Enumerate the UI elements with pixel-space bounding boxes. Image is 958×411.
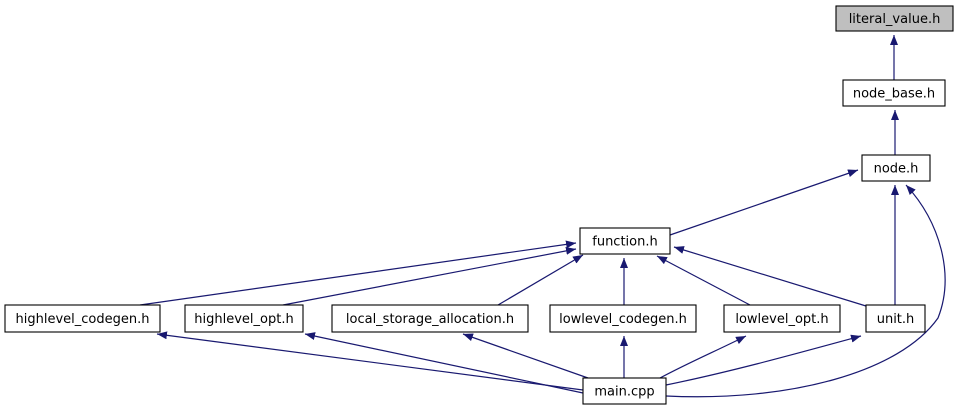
- node-box-highlevel_codegen: [4, 304, 161, 333]
- node-box-lowlevel_codegen: [549, 304, 697, 333]
- node-box-lowlevel_opt: [723, 304, 841, 333]
- node-label-highlevel_codegen: highlevel_codegen.h: [16, 312, 150, 327]
- node-label-local_storage_allocation: local_storage_allocation.h: [346, 312, 514, 327]
- edge-main-to-unit: [665, 334, 862, 386]
- nodes-layer: literal_value.h node_base.h node.h function…: [4, 5, 954, 405]
- node-lowlevel_opt[interactable]: lowlevel_opt.h: [723, 304, 841, 333]
- edge-main-to-lowlevel_opt: [659, 335, 747, 379]
- node-main[interactable]: main.cpp: [582, 377, 667, 405]
- node-label-function: function.h: [592, 235, 657, 250]
- node-node_base[interactable]: node_base.h: [842, 79, 946, 107]
- node-lowlevel_codegen[interactable]: lowlevel_codegen.h: [549, 304, 697, 333]
- node-label-highlevel_opt: highlevel_opt.h: [194, 312, 293, 327]
- node-label-node_base: node_base.h: [853, 87, 935, 102]
- node-local_storage_allocation[interactable]: local_storage_allocation.h: [331, 304, 529, 333]
- node-node[interactable]: node.h: [861, 154, 931, 182]
- edge-lowlevel_opt-to-function: [656, 255, 751, 306]
- node-label-main: main.cpp: [594, 385, 654, 400]
- node-box-main: [582, 377, 667, 405]
- node-function[interactable]: function.h: [579, 227, 671, 255]
- edge-main-to-highlevel_codegen: [156, 331, 584, 391]
- edges-layer: [139, 35, 946, 398]
- edge-function-to-node: [669, 169, 859, 236]
- node-box-local_storage_allocation: [331, 304, 529, 333]
- node-label-node: node.h: [874, 162, 919, 177]
- edge-local_storage_allocation-to-function: [497, 254, 584, 306]
- edge-main-to-node: [665, 184, 946, 398]
- node-box-node_base: [842, 79, 946, 107]
- node-label-literal_value: literal_value.h: [849, 12, 941, 27]
- edge-highlevel_codegen-to-function: [139, 240, 577, 306]
- edge-unit-to-function: [673, 246, 867, 307]
- node-highlevel_opt[interactable]: highlevel_opt.h: [184, 304, 304, 333]
- node-literal_value[interactable]: literal_value.h: [835, 5, 954, 32]
- node-label-lowlevel_codegen: lowlevel_codegen.h: [559, 312, 687, 327]
- node-box-unit: [865, 304, 926, 333]
- edge-main-to-local_storage_allocation: [462, 333, 589, 379]
- edge-main-to-highlevel_opt: [304, 332, 584, 394]
- node-unit[interactable]: unit.h: [865, 304, 926, 333]
- node-box-highlevel_opt: [184, 304, 304, 333]
- node-highlevel_codegen[interactable]: highlevel_codegen.h: [4, 304, 161, 333]
- node-label-unit: unit.h: [877, 312, 915, 327]
- node-box-function: [579, 227, 671, 255]
- edge-highlevel_opt-to-function: [282, 246, 577, 306]
- node-box-literal_value: [835, 5, 954, 32]
- node-box-node: [861, 154, 931, 182]
- node-label-lowlevel_opt: lowlevel_opt.h: [735, 312, 828, 327]
